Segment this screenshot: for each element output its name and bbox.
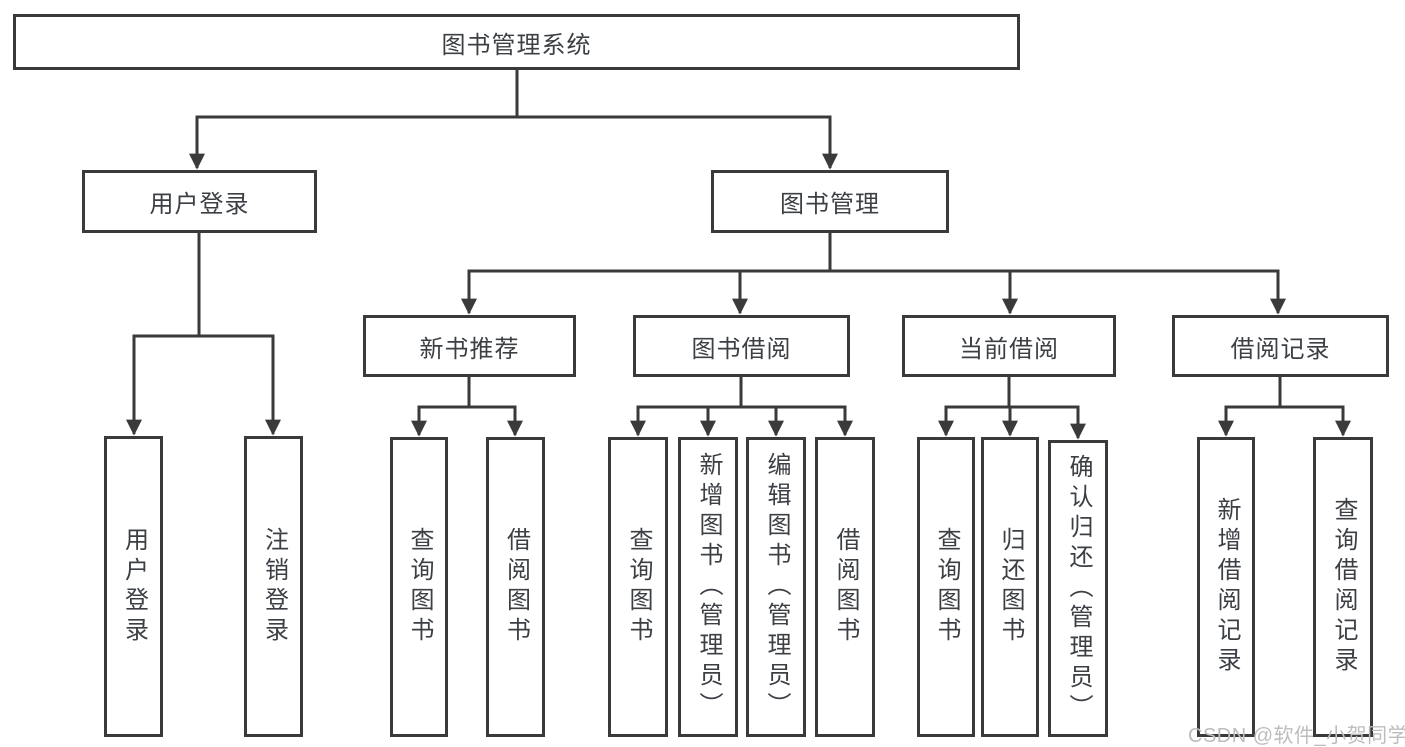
node-label: 图书管理 [780, 191, 880, 218]
leaf-user-login: 用户登录 [104, 436, 163, 737]
node-label: 借阅记录 [1230, 335, 1331, 363]
leaf-newbook-borrow-books: 借阅图书 [486, 437, 545, 737]
leaf-newbook-query-books: 查询图书 [390, 437, 448, 737]
node-user-login: 用户登录 [82, 170, 317, 233]
node-label: 编辑图书（管理员） [763, 452, 790, 722]
leaf-current-return-books: 归还图书 [981, 437, 1039, 737]
node-label: 确认归还（管理员） [1065, 453, 1092, 724]
node-current-borrow: 当前借阅 [902, 315, 1116, 377]
node-label: 图书借阅 [691, 335, 792, 363]
node-label: 查询图书 [406, 527, 433, 647]
leaf-borrow-edit-books-admin: 编辑图书（管理员） [746, 437, 806, 737]
node-label: 查询图书 [933, 527, 960, 647]
node-label: 用户登录 [149, 191, 250, 218]
node-borrow-records: 借阅记录 [1172, 315, 1389, 377]
node-label: 新增借阅记录 [1213, 497, 1240, 677]
csdn-watermark: CSDN @软件_小贺同学 [1188, 725, 1405, 747]
node-label: 借阅图书 [832, 527, 859, 647]
node-book-borrow: 图书借阅 [633, 315, 850, 377]
node-library-system: 图书管理系统 [13, 14, 1020, 70]
leaf-borrow-add-books-admin: 新增图书（管理员） [678, 437, 738, 737]
node-book-management: 图书管理 [711, 170, 949, 233]
node-label: 新增图书（管理员） [695, 452, 722, 722]
leaf-borrow-query-books: 查询图书 [608, 437, 668, 737]
leaf-borrow-borrow-books: 借阅图书 [815, 437, 875, 737]
node-label: 查询图书 [625, 527, 652, 647]
node-label: 新书推荐 [419, 335, 520, 363]
leaf-current-query-books: 查询图书 [917, 437, 975, 737]
leaf-records-query-borrow-record: 查询借阅记录 [1313, 437, 1373, 737]
node-label: 查询借阅记录 [1330, 497, 1357, 677]
node-new-book-recommend: 新书推荐 [363, 315, 576, 377]
node-label: 归还图书 [997, 527, 1024, 647]
node-label: 用户登录 [120, 526, 148, 647]
node-label: 图书管理系统 [441, 31, 592, 59]
leaf-current-confirm-return-admin: 确认归还（管理员） [1048, 440, 1108, 737]
leaf-logout: 注销登录 [244, 436, 303, 737]
node-label: 当前借阅 [959, 335, 1059, 363]
node-label: 注销登录 [260, 526, 288, 647]
leaf-records-add-borrow-record: 新增借阅记录 [1197, 437, 1255, 737]
node-label: 借阅图书 [502, 527, 530, 647]
